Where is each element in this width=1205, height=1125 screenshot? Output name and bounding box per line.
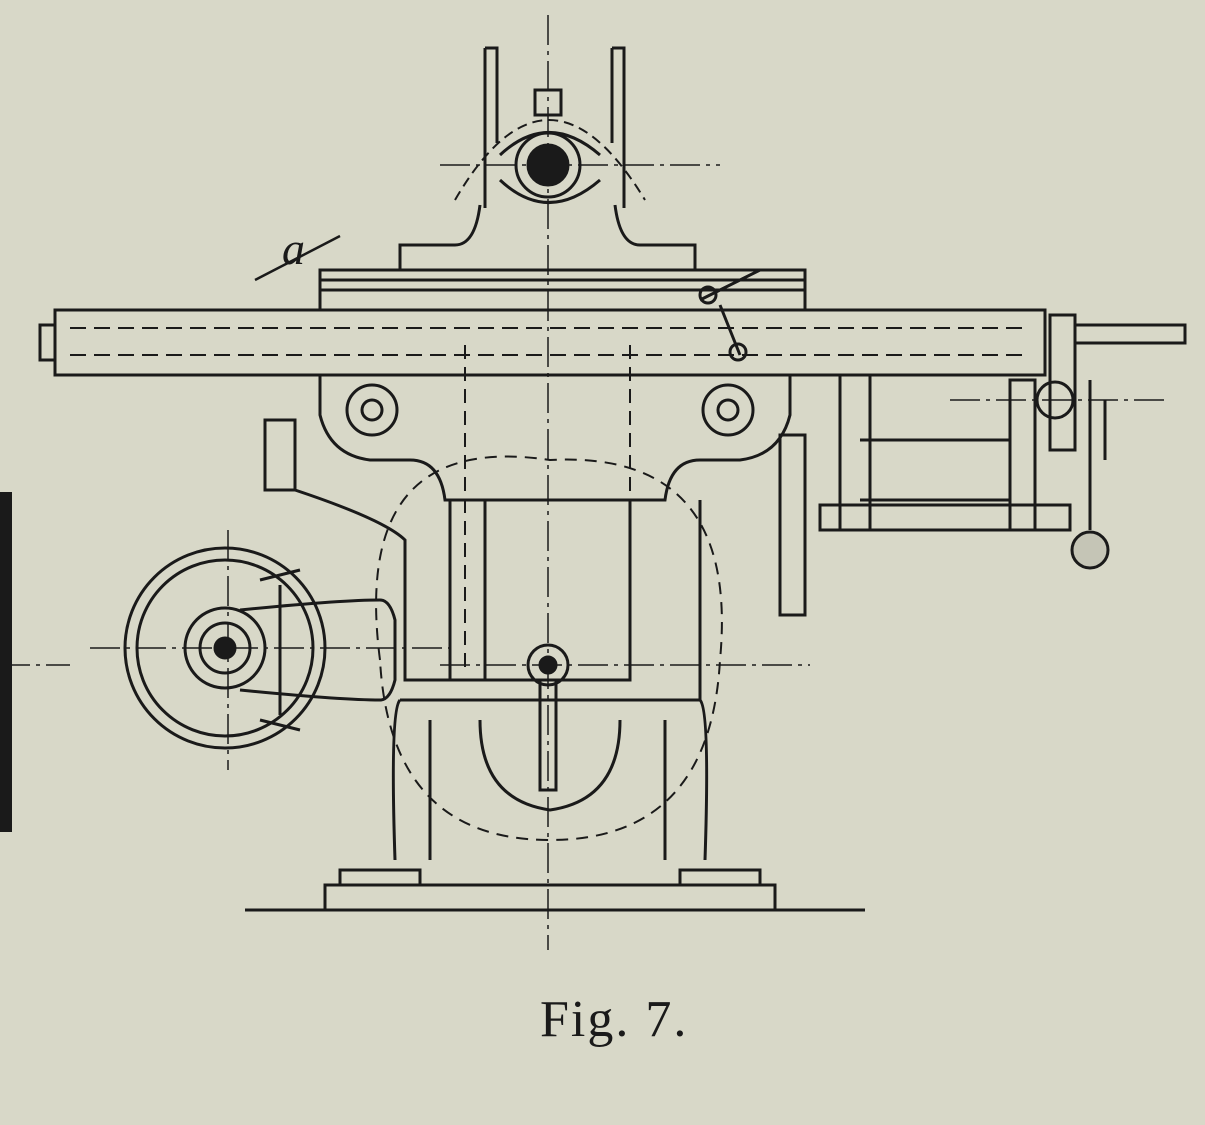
main-bar <box>38 308 1187 452</box>
label-leader-line <box>254 234 341 282</box>
part-label-a: a <box>282 223 305 274</box>
top-head <box>398 46 697 270</box>
machine-base <box>245 698 865 912</box>
hand-wheel <box>123 546 397 750</box>
machine-body <box>263 345 792 842</box>
center-lines <box>0 15 1170 950</box>
feed-mechanism <box>778 375 1110 617</box>
figure-caption: Fig. 7. <box>540 991 689 1048</box>
table-slide <box>318 268 807 362</box>
page-edge-bar <box>0 492 12 832</box>
